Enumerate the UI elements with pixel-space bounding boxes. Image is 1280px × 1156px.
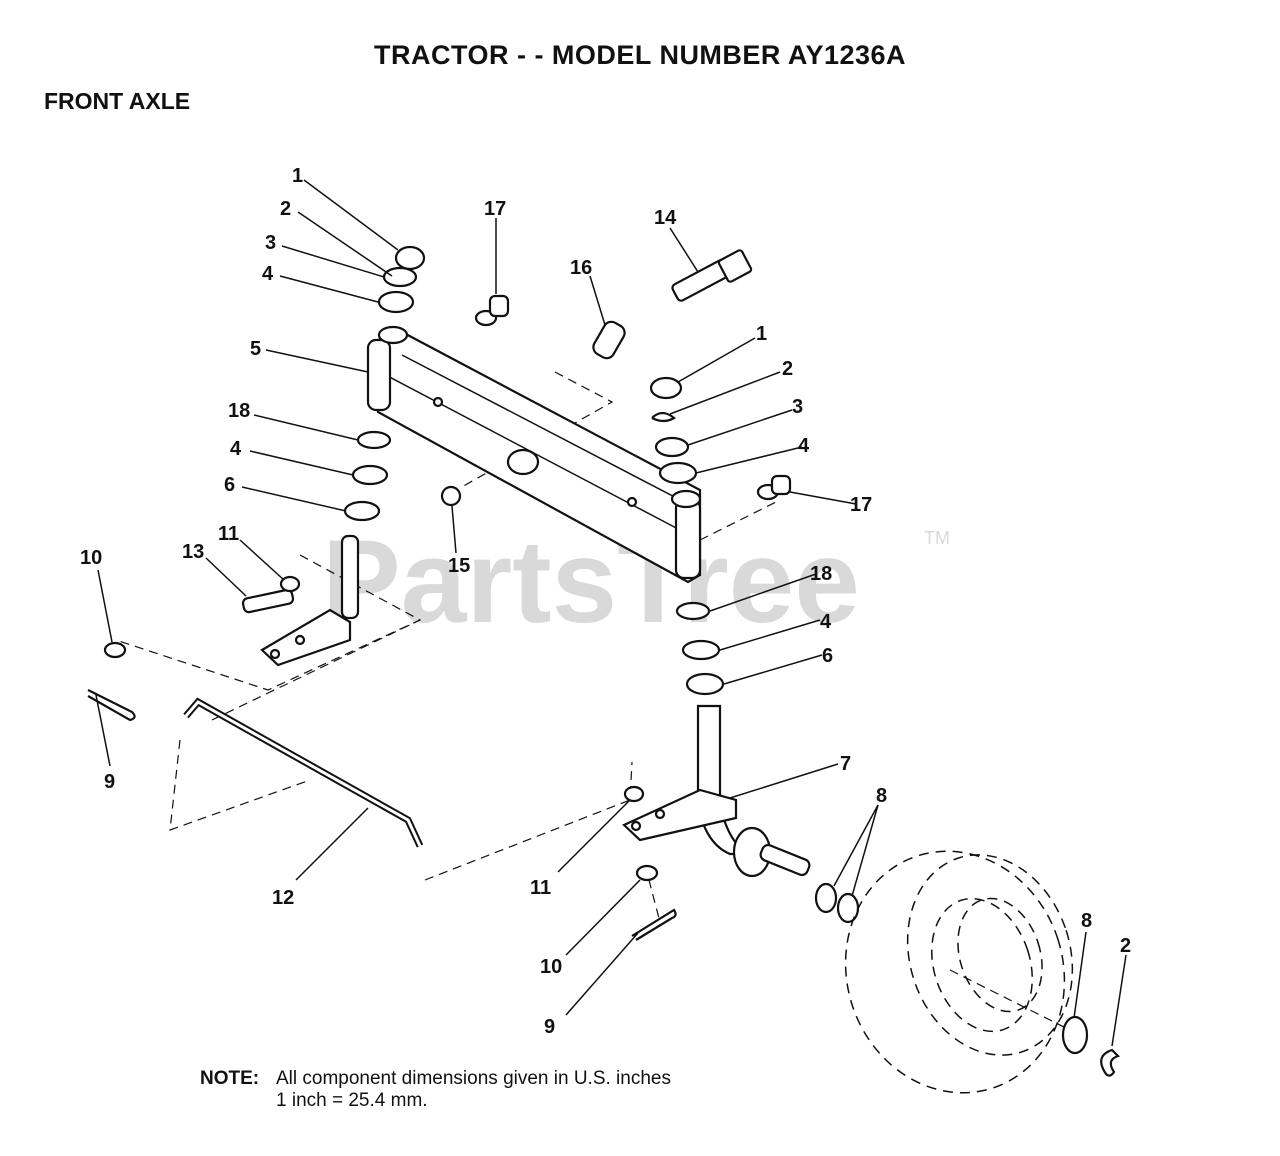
e-ring-part-2b [651, 411, 676, 423]
washer-part-8b [836, 892, 860, 924]
callout-16: 16 [570, 257, 592, 279]
callout-6: 6 [822, 645, 833, 667]
callout-leader-lines [95, 179, 1127, 1047]
watermark-trademark: TM [924, 528, 950, 548]
washer-part-10b [635, 864, 659, 882]
cotter-pin-part-9a [87, 689, 136, 722]
callout-11: 11 [530, 877, 551, 899]
washer-part-8a [814, 882, 838, 914]
callout-3: 3 [265, 232, 276, 254]
callout-2: 2 [280, 198, 291, 220]
callout-17: 17 [484, 198, 506, 220]
watermark-logo: PartsTree [322, 516, 860, 648]
bolt-part-14 [671, 249, 753, 302]
callout-4: 4 [798, 435, 810, 457]
nut-part-15 [440, 485, 462, 507]
callout-7: 7 [840, 753, 851, 775]
washer-part-3a [382, 266, 418, 288]
cotter-pin-part-9b [631, 908, 677, 941]
washer-part-10a [103, 641, 127, 659]
callout-4: 4 [262, 263, 274, 285]
right-upper-hardware [440, 376, 792, 507]
callout-11: 11 [218, 523, 239, 545]
callout-18: 18 [810, 563, 832, 585]
e-ring-part-2c [1100, 1048, 1121, 1077]
callout-10: 10 [80, 547, 102, 569]
section-title: FRONT AXLE [44, 88, 191, 114]
front-wheel [844, 850, 1121, 1094]
nut-part-11a [279, 575, 301, 593]
spacer-part-16 [592, 320, 626, 360]
grease-fitting-part-17b [756, 474, 792, 501]
callout-1: 1 [292, 165, 303, 187]
callout-9: 9 [104, 771, 115, 793]
callout-2: 2 [782, 358, 793, 380]
callout-4: 4 [230, 438, 242, 460]
washer-part-18a [356, 430, 392, 450]
note-label: NOTE: [200, 1068, 260, 1089]
dimension-note: NOTE: All component dimensions given in U… [200, 1068, 671, 1112]
cap-part-1b [649, 376, 683, 400]
washer-part-4b [658, 461, 698, 485]
washer-part-3b [654, 436, 690, 458]
callout-8: 8 [876, 785, 887, 807]
callout-8: 8 [1081, 910, 1092, 932]
callout-10: 10 [540, 956, 562, 978]
bolt-part-13 [241, 588, 295, 614]
left-spindle-assembly [87, 430, 392, 722]
right-spindle-assembly [622, 601, 860, 941]
callout-18: 18 [228, 400, 250, 422]
left-upper-hardware [377, 245, 753, 360]
callout-14: 14 [654, 207, 677, 229]
steering-arm-right [622, 788, 738, 842]
callout-5: 5 [250, 338, 261, 360]
bushing-part-6a [343, 500, 381, 522]
grease-fitting-part-17a [474, 294, 510, 327]
page-title: TRACTOR - - MODEL NUMBER AY1236A [373, 40, 907, 70]
bushing-part-6b [685, 672, 725, 696]
washer-part-4c [351, 464, 389, 486]
callout-3: 3 [792, 396, 803, 418]
callout-2: 2 [1120, 935, 1131, 957]
callout-1: 1 [756, 323, 767, 345]
callout-4: 4 [820, 611, 832, 633]
callout-17: 17 [850, 494, 872, 516]
tie-rod-part-12 [183, 697, 424, 848]
callout-13: 13 [182, 541, 204, 563]
callout-6: 6 [224, 474, 235, 496]
steering-arm-left [260, 608, 352, 667]
note-line-2: 1 inch = 25.4 mm. [276, 1090, 428, 1111]
nut-part-11b [623, 785, 645, 803]
washer-part-8c [1061, 1015, 1089, 1055]
callout-12: 12 [272, 887, 294, 909]
washer-part-18b [675, 601, 711, 621]
washer-part-4d [681, 639, 721, 661]
callout-numbers: 1 2 3 4 5 17 16 14 1 2 3 4 17 18 4 6 15 … [80, 165, 1131, 1038]
cap-part-1a [394, 245, 426, 271]
note-line-1: All component dimensions given in U.S. i… [276, 1068, 671, 1089]
axle-beam [366, 325, 702, 584]
callout-15: 15 [448, 555, 470, 577]
washer-part-4a [377, 290, 415, 314]
callout-9: 9 [544, 1016, 555, 1038]
